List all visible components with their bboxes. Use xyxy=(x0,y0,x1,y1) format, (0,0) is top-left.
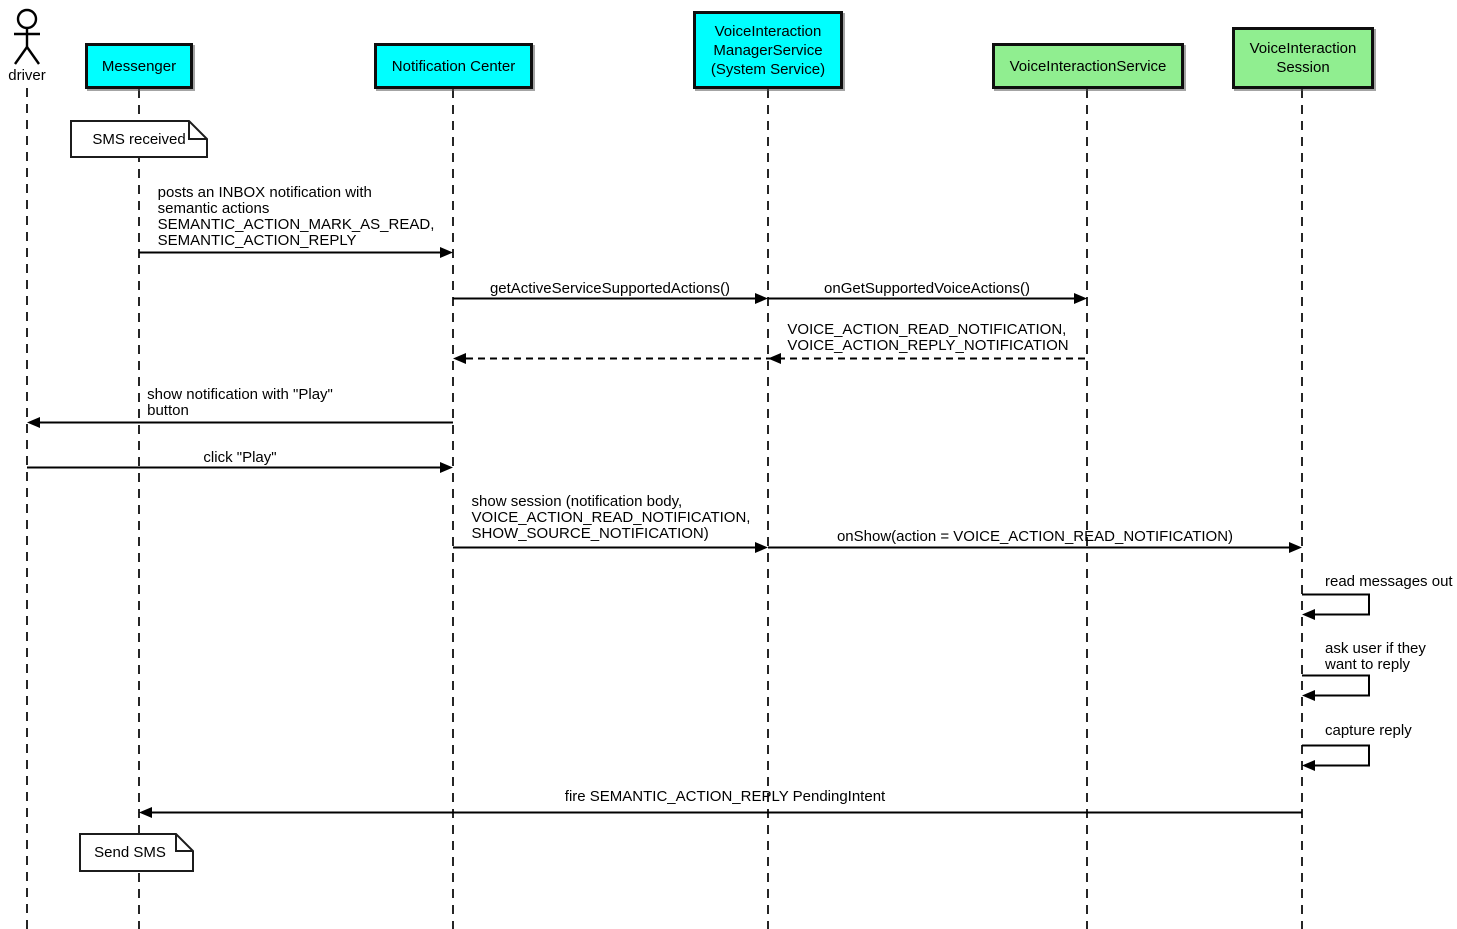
participant-notification-center-label: Notification Center xyxy=(391,57,516,75)
label-line: posts an INBOX notification with xyxy=(157,184,372,201)
message-show-session-label: show session (notification body, VOICE_A… xyxy=(472,494,751,542)
label-line: VOICE_ACTION_READ_NOTIFICATION, xyxy=(471,509,751,526)
arrowhead-icon xyxy=(755,293,768,304)
arrowhead-icon xyxy=(453,353,466,364)
message-on-get-supported-voice-actions-label: onGetSupportedVoiceActions() xyxy=(824,280,1030,297)
arrowhead-icon xyxy=(1289,542,1302,553)
message-show-notification-label: show notification with "Play" button xyxy=(147,387,333,419)
participant-voice-interaction-manager-service-label: VoiceInteraction ManagerService (System … xyxy=(711,22,825,79)
message-read-messages-out-label: read messages out xyxy=(1325,573,1453,590)
label-line: (System Service) xyxy=(710,60,826,78)
label-line: semantic actions xyxy=(157,200,270,217)
note-send-sms xyxy=(79,833,194,872)
note-send-sms-label: Send SMS xyxy=(94,844,166,861)
arrowhead-icon xyxy=(1302,690,1315,701)
arrowhead-icon xyxy=(139,807,152,818)
label-line: VoiceInteraction xyxy=(1249,40,1357,57)
arrow-self-ask-user-reply xyxy=(1302,674,1370,697)
label-line: SEMANTIC_ACTION_MARK_AS_READ, xyxy=(157,216,435,233)
participant-voice-interaction-session: VoiceInteraction Session xyxy=(1232,27,1374,89)
arrow-self-capture-reply xyxy=(1302,744,1370,767)
participant-messenger: Messenger xyxy=(85,43,193,89)
message-post-inbox-notification-label: posts an INBOX notification with semanti… xyxy=(158,185,435,249)
label-line: Session xyxy=(1276,59,1330,76)
participant-voice-interaction-service-label: VoiceInteractionService xyxy=(1009,57,1167,75)
label-line: VOICE_ACTION_REPLY_NOTIFICATION xyxy=(787,337,1069,354)
arrowhead-icon xyxy=(440,462,453,473)
message-fire-reply-pending-intent-label: fire SEMANTIC_ACTION_REPLY PendingIntent xyxy=(564,788,886,805)
message-get-active-service-supported-actions-label: getActiveServiceSupportedActions() xyxy=(489,280,731,297)
arrowhead-icon xyxy=(1302,609,1315,620)
message-on-show-label: onShow(action = VOICE_ACTION_READ_NOTIFI… xyxy=(836,528,1234,545)
note-sms-received-fold-icon xyxy=(188,121,207,140)
arrowhead-icon xyxy=(768,353,781,364)
label-line: show notification with "Play" xyxy=(147,386,333,403)
arrowhead-icon xyxy=(755,542,768,553)
message-ask-user-reply-label: ask user if they want to reply xyxy=(1325,641,1426,673)
actor-icon xyxy=(14,8,40,65)
arrowhead-icon xyxy=(1074,293,1087,304)
label-line: SHOW_SOURCE_NOTIFICATION) xyxy=(471,525,709,542)
actor-driver-label: driver xyxy=(8,67,46,84)
label-line: VOICE_ACTION_READ_NOTIFICATION, xyxy=(787,321,1067,338)
label-line: show session (notification body, xyxy=(471,493,683,510)
participant-voice-interaction-manager-service: VoiceInteraction ManagerService (System … xyxy=(693,11,843,89)
label-line: ask user if they xyxy=(1325,640,1426,657)
label-line: button xyxy=(147,402,189,419)
label-line: ManagerService xyxy=(713,41,823,59)
message-capture-reply-label: capture reply xyxy=(1325,722,1412,739)
arrow-self-read-messages-out xyxy=(1302,593,1370,616)
message-click-play-label: click "Play" xyxy=(203,449,277,466)
note-sms-received-label: SMS received xyxy=(92,130,186,148)
arrowhead-icon xyxy=(1302,760,1315,771)
participant-voice-interaction-service: VoiceInteractionService xyxy=(992,43,1184,89)
arrowhead-icon xyxy=(27,417,40,428)
note-send-sms-fold-icon xyxy=(175,834,193,852)
label-line: SEMANTIC_ACTION_REPLY xyxy=(157,232,357,249)
participant-voice-interaction-session-label: VoiceInteraction Session xyxy=(1250,39,1357,77)
note-sms-received xyxy=(70,120,208,158)
message-supported-voice-actions-return-label: VOICE_ACTION_READ_NOTIFICATION, VOICE_AC… xyxy=(787,322,1068,354)
arrowhead-icon xyxy=(440,247,453,258)
participant-notification-center: Notification Center xyxy=(374,43,533,89)
label-line: want to reply xyxy=(1325,656,1411,673)
participant-messenger-label: Messenger xyxy=(101,57,177,75)
label-line: VoiceInteraction xyxy=(714,22,822,40)
